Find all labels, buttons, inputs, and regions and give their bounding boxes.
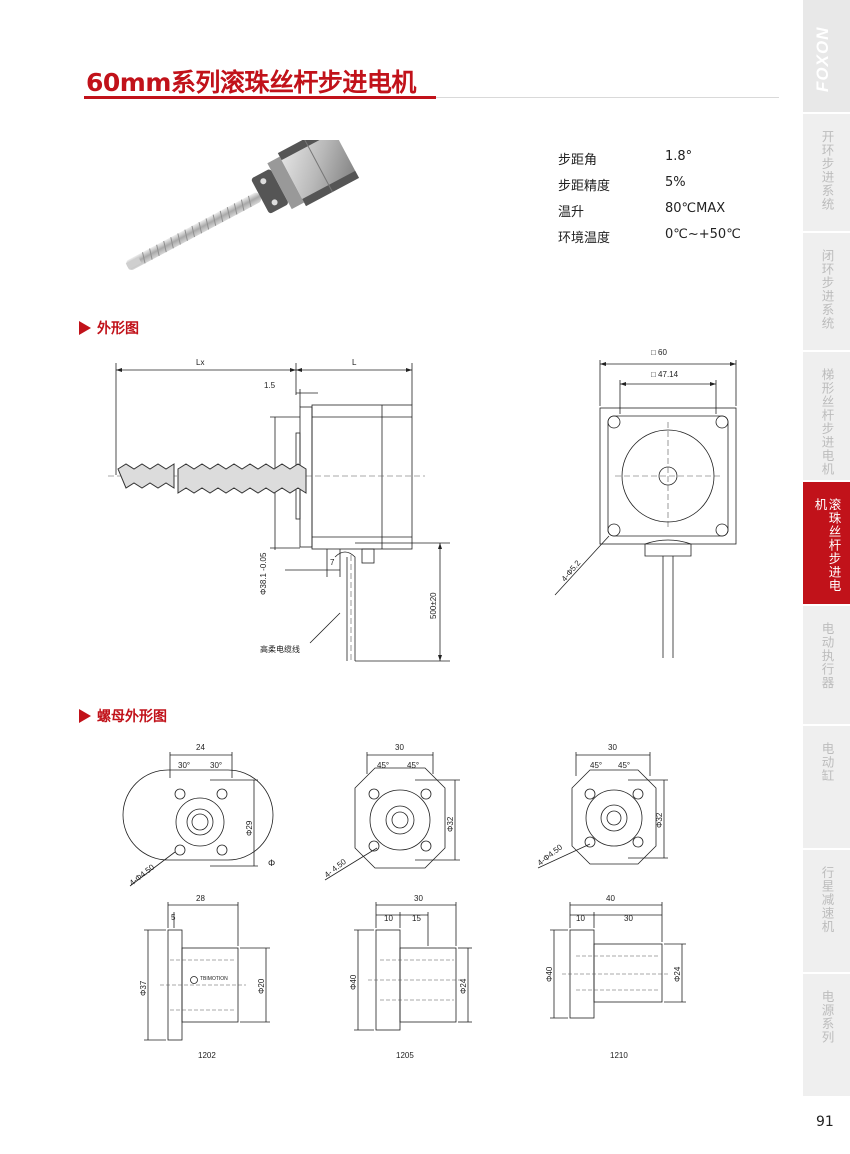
sidebar-item-label: 闭环步进系统 [819, 249, 835, 330]
page-title: 60mm系列滚珠丝杆步进电机 [86, 68, 416, 97]
nut-1205-body: Φ24 [459, 978, 468, 994]
section-heading-text: 外形图 [97, 321, 139, 337]
sidebar-item-closed-loop[interactable]: 闭环步进系统 [803, 233, 850, 350]
dim-boss: Φ38.1 -0.05 [259, 552, 268, 595]
nut-1202-angle1: 30° [178, 761, 190, 770]
nut-1205-width: 30 [395, 743, 404, 752]
nut-1202-flange-thickness: 5 [171, 913, 176, 922]
triangle-marker-icon [79, 321, 91, 335]
nut-brand-label: TBIMOTION [200, 976, 228, 982]
nut-1205-front: 30 45° 45° Φ32 4- 4.50 [323, 743, 460, 881]
sidebar-item-label: 电动执行器 [819, 622, 835, 690]
nut-1205-od: Φ40 [349, 974, 358, 990]
sidebar-item-reducer[interactable]: 行星减速机 [803, 850, 850, 972]
nut-1202-model: 1202 [198, 1051, 216, 1060]
nut-1205-model: 1205 [396, 1051, 414, 1060]
dim-flange: 1.5 [264, 381, 276, 390]
nut-1205-angle1: 45° [377, 761, 389, 770]
nut-1205-side: 30 10 15 Φ40 Φ24 1205 [349, 894, 472, 1060]
dim-l: L [352, 358, 357, 367]
sidebar-item-label: 梯形丝杆步进电机 [819, 368, 835, 476]
brand-logo-text: FOXON [813, 26, 832, 92]
nut-1210-length: 40 [606, 894, 615, 903]
nut-1210-pcd: Φ32 [655, 812, 664, 828]
title-underline [84, 96, 436, 99]
outline-side-view: Lx L 1.5 7 Φ38.1 -0.05 500±20 高柔电缆线 [108, 358, 450, 662]
nut-1210-holes: 4-Φ4.50 [536, 842, 565, 867]
dim-tab: 7 [330, 558, 335, 567]
sidebar-item-label: 行星减速机 [819, 866, 835, 934]
brand-logo: FOXON [803, 0, 850, 112]
dim-square-4714: □ 47.14 [651, 370, 679, 379]
nut-1202-od: Φ37 [139, 980, 148, 996]
nut-1205-length: 30 [414, 894, 423, 903]
nut-1205-seg2: 15 [412, 914, 421, 923]
page-number: 91 [816, 1114, 834, 1130]
spec-value-ambient-temp: 0℃~+50℃ [665, 227, 741, 242]
spec-label-ambient-temp: 环境温度 [558, 231, 611, 246]
nut-1210-side: 40 10 30 Φ40 Φ24 1210 [545, 894, 686, 1060]
dim-cable-length: 500±20 [429, 592, 438, 619]
triangle-marker-icon [79, 709, 91, 723]
outline-front-view: □ 60 □ 47.14 4-Φ5.2 [554, 348, 737, 658]
spec-label-step-angle: 步距角 [558, 153, 598, 168]
nut-1210-angle1: 45° [590, 761, 602, 770]
dim-lx: Lx [196, 358, 204, 367]
spec-value-temp-rise: 80℃MAX [665, 201, 726, 216]
section-heading-text: 螺母外形图 [97, 709, 167, 725]
spec-label-temp-rise: 温升 [558, 205, 585, 220]
spec-value-step-angle: 1.8° [665, 149, 693, 164]
nut-1210-model: 1210 [610, 1051, 628, 1060]
nut-1205-angle2: 45° [407, 761, 419, 770]
dim-holes: 4-Φ5.2 [560, 558, 583, 583]
nut-1210-body: Φ24 [673, 966, 682, 982]
nut-1210-od: Φ40 [545, 966, 554, 982]
nut-1202-front: 24 30° 30° Φ29 Φ 4-Φ4.50 [122, 743, 275, 888]
sidebar-item-label: 电动缸 [819, 742, 835, 783]
product-photo [125, 140, 359, 270]
nut-1202-holes: 4-Φ4.50 [128, 862, 157, 887]
nut-1202-body: Φ20 [257, 978, 266, 994]
nut-1210-front: 30 45° 45° Φ32 4-Φ4.50 [536, 743, 668, 869]
nut-1202-angle2: 30° [210, 761, 222, 770]
nut-1202-extra: Φ [268, 858, 275, 868]
section-heading-nut: 螺母外形图 [79, 706, 167, 726]
sidebar-item-power[interactable]: 电源系列 [803, 974, 850, 1096]
nut-1205-seg1: 10 [384, 914, 393, 923]
spec-label-step-accuracy: 步距精度 [558, 179, 611, 194]
section-heading-outline: 外形图 [79, 318, 139, 338]
title-rule [436, 97, 779, 98]
sidebar-item-label: 开环步进系统 [819, 130, 835, 211]
spec-value-step-accuracy: 5% [665, 175, 686, 190]
dim-square-60: □ 60 [651, 348, 668, 357]
sidebar-item-label: 电源系列 [819, 990, 835, 1044]
nut-1205-pcd: Φ32 [446, 816, 455, 832]
sidebar-item-ball-screw[interactable]: 滚珠丝杆步进电机 [803, 482, 850, 604]
sidebar-item-open-loop[interactable]: 开环步进系统 [803, 114, 850, 231]
sidebar-item-actuator[interactable]: 电动执行器 [803, 606, 850, 724]
nut-1210-seg2: 30 [624, 914, 633, 923]
sidebar-item-cylinder[interactable]: 电动缸 [803, 726, 850, 848]
cable-label: 高柔电缆线 [260, 644, 300, 654]
sidebar: FOXON 开环步进系统 闭环步进系统 梯形丝杆步进电机 滚珠丝杆步进电机 电动… [803, 0, 850, 1100]
nut-1210-seg1: 10 [576, 914, 585, 923]
nut-1202-pcd: Φ29 [245, 820, 254, 836]
nut-1202-width: 24 [196, 743, 205, 752]
nut-1202-side: TBIMOTION 28 5 Φ37 Φ20 1202 [139, 894, 270, 1060]
nut-1210-width: 30 [608, 743, 617, 752]
sidebar-item-label: 滚珠丝杆步进电机 [812, 498, 842, 593]
nut-1202-length: 28 [196, 894, 205, 903]
sidebar-item-trapezoidal[interactable]: 梯形丝杆步进电机 [803, 352, 850, 480]
nut-1210-angle2: 45° [618, 761, 630, 770]
